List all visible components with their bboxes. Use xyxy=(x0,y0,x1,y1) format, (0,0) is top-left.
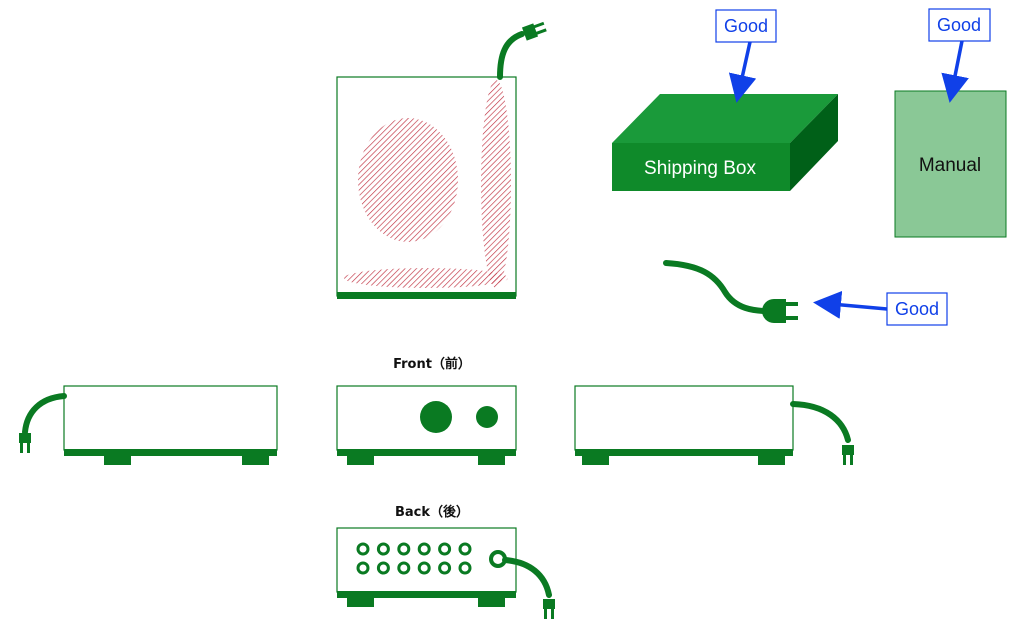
shipping-box: Shipping Box xyxy=(612,94,838,191)
shipping-box-side xyxy=(790,94,838,191)
back-connector-port xyxy=(458,542,472,556)
back-view-base xyxy=(337,591,516,598)
back-connector-port xyxy=(417,542,431,556)
back-connector-port xyxy=(356,542,370,556)
left-side-foot-left xyxy=(104,455,131,465)
power-plug-icon xyxy=(762,299,798,323)
left-side-body xyxy=(63,385,278,451)
back-connector-grid xyxy=(356,542,472,575)
front-view-caption: Front（前） xyxy=(393,356,471,372)
back-view xyxy=(336,527,555,619)
right-side-cable xyxy=(790,401,851,443)
right-side-view xyxy=(574,385,854,465)
back-view-caption: Back（後） xyxy=(395,504,469,520)
front-knob-small xyxy=(476,406,498,428)
back-connector-port xyxy=(438,561,452,575)
manual-label: Manual xyxy=(919,155,981,176)
left-side-foot-right xyxy=(242,455,269,465)
back-connector-port xyxy=(417,561,431,575)
back-connector-port xyxy=(356,561,370,575)
back-view-cable xyxy=(502,557,552,598)
shipping-box-front xyxy=(612,143,790,191)
callout-box-text: Good xyxy=(724,16,768,36)
callout-manual-good: Good xyxy=(928,8,991,103)
defect-mark-bottom xyxy=(344,268,508,288)
power-plug-icon xyxy=(842,445,854,465)
callout-manual-frame xyxy=(928,8,991,42)
power-cable xyxy=(663,260,798,323)
top-view-unit xyxy=(336,21,547,299)
callout-cable-text: Good xyxy=(895,299,939,319)
back-connector-port xyxy=(376,542,390,556)
back-connector-port xyxy=(376,561,390,575)
back-connector-port xyxy=(438,542,452,556)
back-connector-port xyxy=(458,561,472,575)
back-view-body xyxy=(336,527,517,593)
callout-manual-text: Good xyxy=(937,15,981,35)
power-plug-icon xyxy=(543,599,555,619)
power-plug-icon xyxy=(521,21,547,41)
callout-box-arrow xyxy=(728,41,757,103)
shipping-box-label: Shipping Box xyxy=(644,158,756,179)
callout-cable-good: Good xyxy=(813,290,948,326)
manual: Manual xyxy=(894,90,1007,238)
right-side-foot-right xyxy=(758,455,785,465)
manual-cover xyxy=(894,90,1007,238)
right-side-body xyxy=(574,385,794,451)
right-side-base xyxy=(575,449,793,456)
top-view-cable xyxy=(497,31,525,80)
back-view-foot-right xyxy=(478,597,505,607)
left-side-cable xyxy=(22,393,67,435)
callout-box-frame xyxy=(715,9,777,43)
defect-mark-large xyxy=(358,118,458,242)
back-connector-port xyxy=(397,542,411,556)
callout-cable-arrow xyxy=(813,290,888,319)
shipping-box-top xyxy=(612,94,838,143)
top-view-base xyxy=(337,292,516,299)
callout-manual-arrow xyxy=(941,40,969,103)
front-knob-large xyxy=(420,401,452,433)
defect-mark-side xyxy=(481,80,511,288)
front-view xyxy=(336,385,517,465)
front-view-foot-right xyxy=(478,455,505,465)
back-view-foot-left xyxy=(347,597,374,607)
front-view-foot-left xyxy=(347,455,374,465)
front-view-base xyxy=(337,449,516,456)
power-cable-cord xyxy=(663,260,779,315)
right-side-foot-left xyxy=(582,455,609,465)
left-side-view xyxy=(19,385,278,465)
power-plug-icon xyxy=(19,433,31,453)
back-connector-port xyxy=(397,561,411,575)
left-side-base xyxy=(64,449,277,456)
callout-cable-frame xyxy=(886,292,948,326)
callout-box-good: Good xyxy=(715,9,777,103)
